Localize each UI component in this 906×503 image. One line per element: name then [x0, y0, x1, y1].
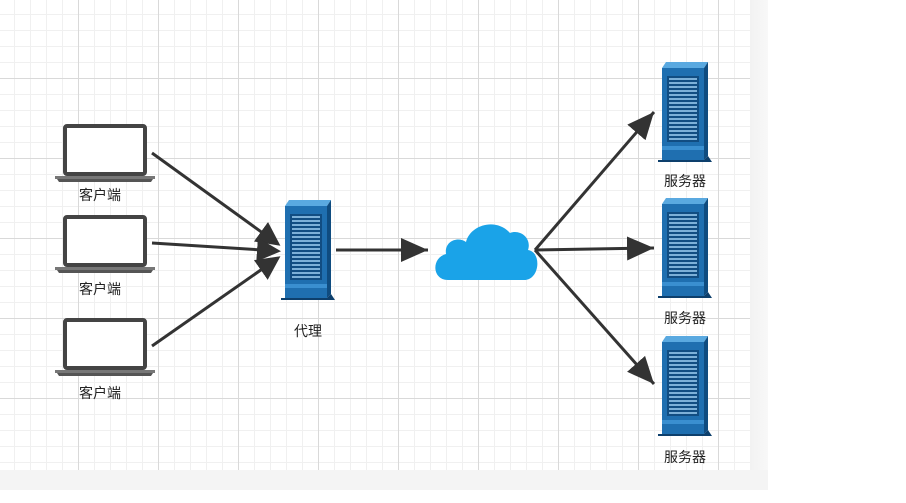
proxy-label: 代理 [294, 324, 322, 340]
edge-client3-proxy [151, 256, 281, 348]
server-label: 服务器 [664, 311, 706, 327]
server-node[interactable]: 服务器 [658, 61, 712, 190]
edge-cloud-server2 [534, 236, 655, 261]
client-label: 客户端 [79, 187, 121, 204]
client-node[interactable]: 客户端 [55, 318, 155, 402]
edge-client1-proxy [151, 151, 281, 246]
server-icon [281, 199, 335, 300]
client-label: 客户端 [79, 281, 121, 298]
server-icon [658, 197, 712, 298]
server-label: 服务器 [664, 450, 706, 466]
canvas-bottom-edge [0, 470, 768, 490]
cloud-icon [435, 224, 538, 280]
server-node[interactable]: 服务器 [658, 335, 712, 466]
server-icon [658, 335, 712, 436]
edge-cloud-server3 [533, 249, 656, 385]
edge-client2-proxy [151, 237, 281, 262]
laptop-icon [55, 215, 155, 275]
proxy-node[interactable]: 代理 [281, 199, 335, 340]
client-node[interactable]: 客户端 [55, 124, 155, 204]
client-label: 客户端 [79, 385, 121, 402]
server-label: 服务器 [664, 174, 706, 190]
edges [151, 111, 656, 385]
server-icon [658, 61, 712, 162]
diagram-canvas [0, 0, 750, 470]
cloud-node[interactable] [435, 224, 538, 280]
server-node[interactable]: 服务器 [658, 197, 712, 327]
laptop-icon [55, 318, 155, 378]
laptop-icon [55, 124, 155, 184]
edge-cloud-server1 [533, 111, 656, 251]
client-node[interactable]: 客户端 [55, 215, 155, 298]
canvas-right-edge [750, 0, 768, 480]
